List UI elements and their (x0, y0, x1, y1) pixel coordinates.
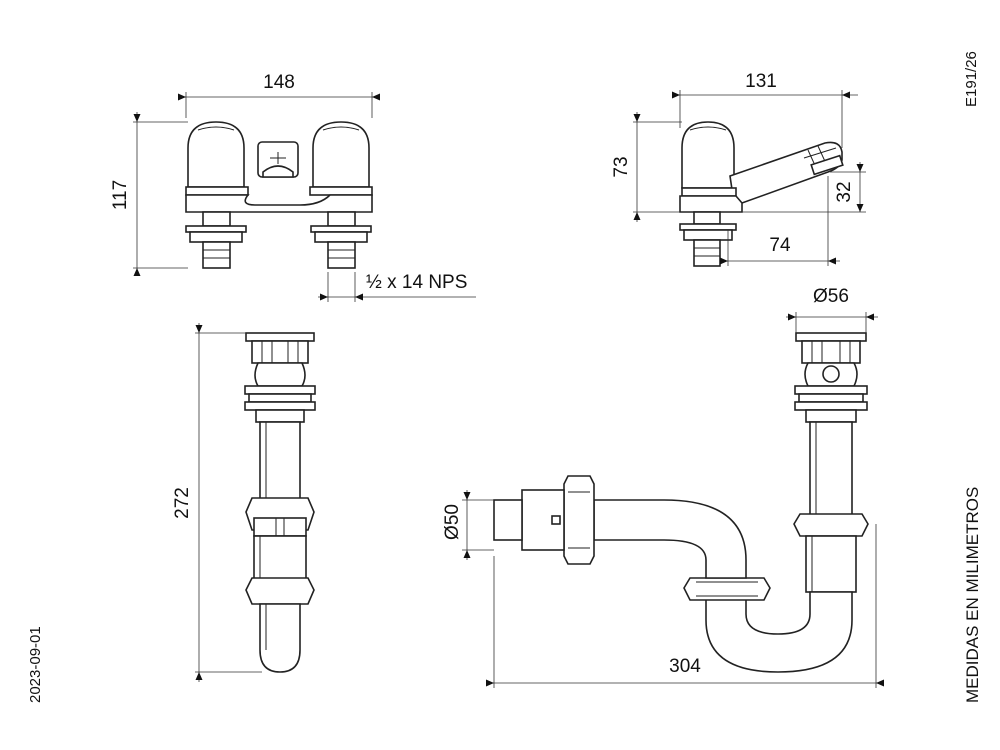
dim-label-272: 272 (172, 487, 193, 519)
sheet-date: 2023-09-01 (27, 626, 44, 703)
sheet-code: E191/26 (963, 51, 980, 107)
dim-thread-spec: ½ x 14 NPS (318, 272, 476, 302)
dim-label-73: 73 (611, 156, 632, 177)
dim-trap-width: 304 (486, 524, 884, 688)
dim-label-74: 74 (769, 235, 791, 256)
dim-label-131: 131 (745, 71, 777, 92)
dim-label-diameter-56: Ø56 (813, 286, 849, 307)
single-faucet-drawing (679, 121, 844, 267)
drain-valve-drawing (244, 332, 316, 673)
dim-mixer-height: 117 (110, 112, 188, 276)
units-note: MEDIDAS EN MILIMETROS (963, 487, 982, 703)
mixer-faucet-drawing (185, 121, 373, 269)
dim-label-32: 32 (834, 181, 855, 202)
dim-label-117: 117 (110, 180, 131, 210)
dim-faucet-height: 73 (611, 112, 682, 222)
dim-label-diameter-50: Ø50 (442, 504, 463, 540)
dim-mixer-width: 148 (178, 72, 380, 118)
thread-spec-label: ½ x 14 NPS (366, 272, 467, 293)
p-trap-drawing (493, 332, 869, 673)
dim-drain-height: 272 (172, 323, 262, 682)
dim-trap-outlet-diameter: Ø50 (442, 490, 494, 560)
dim-spout-reach: 74 (720, 176, 840, 266)
dim-label-304: 304 (669, 656, 701, 677)
dim-label-148: 148 (263, 72, 295, 93)
dim-trap-inlet-diameter: Ø56 (786, 286, 878, 333)
dim-faucet-width: 131 (672, 71, 858, 148)
dim-spout-height: 32 (742, 162, 866, 213)
